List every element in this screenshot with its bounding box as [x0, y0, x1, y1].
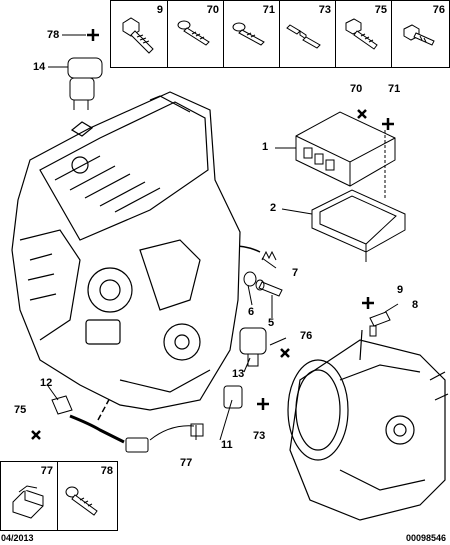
callout-11: 11 [221, 439, 233, 451]
socket-bolt-icon [65, 486, 98, 516]
part-2-bracket [311, 189, 406, 262]
fastener-cell: 77 [1, 462, 58, 530]
callout-70: 70 [350, 83, 363, 95]
fastener-number: 73 [318, 4, 331, 16]
fastener-legend-top: 9 70 71 [110, 0, 450, 68]
callout-77: 77 [180, 457, 193, 469]
callout-71: 71 [388, 83, 401, 95]
torx-screw-icon [232, 22, 265, 46]
marker-70 [357, 109, 367, 119]
marker-78 [87, 29, 99, 41]
callout-13: 13 [232, 368, 245, 380]
callout-78: 78 [47, 29, 60, 41]
fastener-number: 76 [432, 4, 445, 16]
fastener-legend-bottom: 77 78 [0, 461, 118, 531]
marker-71 [382, 118, 394, 130]
fastener-cell: 75 [336, 1, 392, 67]
footer-date: 04/2013 [1, 533, 34, 543]
fastener-number: 77 [40, 465, 53, 477]
fastener-number: 9 [156, 4, 163, 16]
fastener-number: 75 [374, 4, 387, 16]
fastener-number: 70 [206, 4, 219, 16]
fastener-cell: 70 [168, 1, 224, 67]
marker-75 [31, 430, 41, 440]
callout-12: 12 [40, 377, 53, 389]
fastener-number: 78 [100, 465, 113, 477]
callout-7: 7 [292, 267, 299, 279]
footer-ref: 00098546 [405, 533, 446, 543]
fastener-cell: 73 [280, 1, 336, 67]
part-13-sensor [239, 327, 267, 367]
callout-1: 1 [262, 141, 269, 153]
callout-14: 14 [33, 61, 46, 73]
callout-75: 75 [14, 404, 27, 416]
stud-bolt-icon [286, 24, 321, 49]
fastener-cell: 76 [392, 1, 449, 67]
hex-bolt-icon [345, 18, 378, 50]
part-12-knock-sensor [51, 395, 149, 453]
callout-8: 8 [412, 299, 419, 311]
fastener-cell: 78 [58, 462, 117, 530]
part-8-sensor [369, 311, 391, 337]
callout-2: 2 [270, 202, 277, 214]
part-1-ecu [295, 111, 396, 187]
marker-9 [362, 297, 374, 309]
part-14-solenoid [67, 57, 103, 110]
part-5-sensor [255, 279, 283, 297]
callout-73: 73 [253, 430, 266, 442]
callout-6: 6 [248, 306, 255, 318]
wood-screw-icon [177, 20, 210, 46]
fastener-cell: 71 [224, 1, 280, 67]
clip-connector-icon [12, 485, 44, 519]
gearbox [287, 329, 449, 521]
callout-9: 9 [397, 284, 404, 296]
flange-nut-bolt-icon [403, 24, 435, 46]
engine-block [11, 91, 241, 411]
callout-5: 5 [268, 317, 275, 329]
flange-bolt-icon [122, 17, 154, 54]
callout-76: 76 [300, 330, 313, 342]
part-11-sensor [223, 385, 243, 409]
marker-76 [280, 348, 290, 358]
fastener-cell: 9 [111, 1, 168, 67]
marker-73 [257, 398, 269, 410]
fastener-number: 71 [262, 4, 275, 16]
